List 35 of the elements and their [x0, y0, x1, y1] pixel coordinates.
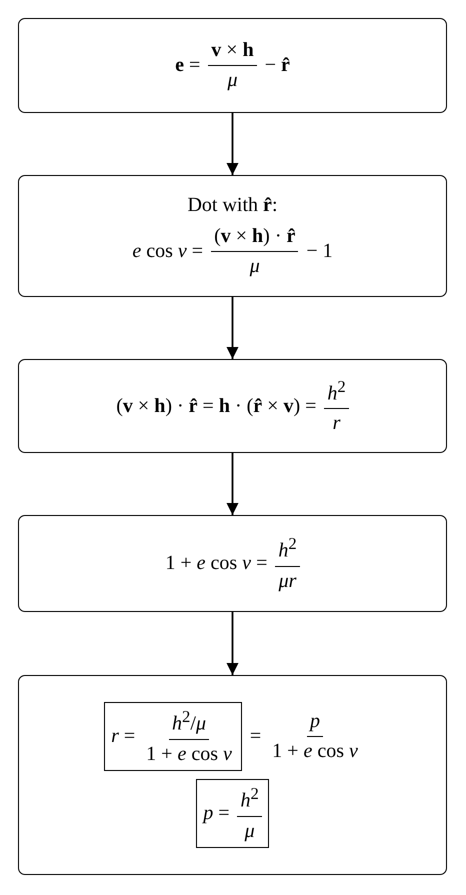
fraction-numerator: h$^{2}$/μ	[169, 707, 209, 740]
fraction-denominator: μ	[244, 818, 256, 843]
equation-text: − 1	[306, 240, 333, 263]
fraction-denominator: 1 + e cos ν	[145, 742, 233, 766]
fraction-numerator: v × h	[208, 39, 257, 66]
process-box	[18, 175, 447, 297]
arrow	[226, 612, 238, 675]
equation-text: 1 + e cos ν =	[165, 552, 268, 575]
equation-text: − r̂	[264, 54, 290, 77]
equation-text: Dot with r̂:	[187, 194, 278, 217]
fraction-denominator: 1 + e cos ν	[271, 739, 359, 764]
boxed-equation	[196, 779, 269, 848]
equation-text: e =	[175, 54, 200, 77]
boxed-equation	[104, 702, 242, 771]
arrow	[226, 297, 238, 359]
fraction-numerator: h$^{2}$	[275, 534, 300, 567]
process-box	[18, 675, 447, 875]
fraction-numerator: h$^{2}$	[324, 376, 349, 410]
process-box	[18, 515, 447, 612]
fraction-denominator: μ	[248, 254, 261, 278]
process-box	[18, 359, 447, 453]
arrow	[226, 453, 238, 515]
arrow	[226, 113, 238, 175]
fraction-numerator: p	[307, 710, 324, 738]
fraction-denominator: r	[332, 411, 342, 436]
fraction-denominator: μ	[226, 68, 239, 92]
equation-text: r =	[111, 725, 136, 748]
equation-text: p =	[203, 802, 230, 825]
fraction-numerator: (v × h) · r̂	[211, 225, 298, 252]
equation-text: =	[250, 725, 262, 748]
equation-text: e cos ν =	[132, 240, 204, 263]
process-box	[18, 18, 447, 113]
fraction-numerator: h$^{2}$	[237, 784, 262, 817]
equation-text: (v × h) · r̂ = h · (r̂ × v) =	[116, 394, 316, 418]
fraction-denominator: μr	[278, 568, 298, 593]
